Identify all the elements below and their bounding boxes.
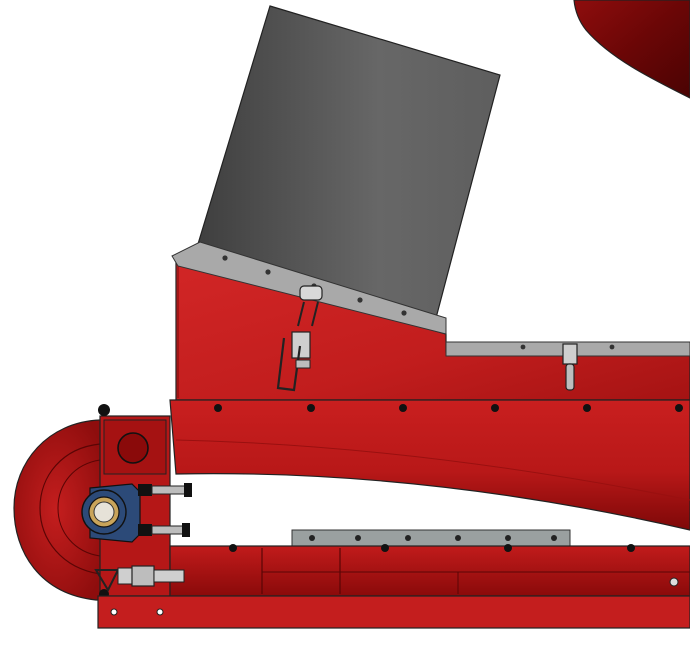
slotted-bracket xyxy=(291,529,571,547)
upper-toggle-latch xyxy=(276,285,323,392)
upper-round-housing xyxy=(573,0,690,99)
conveyor-body xyxy=(169,399,690,531)
lower-toggle-latch xyxy=(94,565,185,593)
base-rail xyxy=(97,544,690,629)
rear-toggle-latch xyxy=(562,343,578,391)
conveyor-bolts xyxy=(214,404,683,412)
pillow-block-bearing xyxy=(81,483,192,543)
